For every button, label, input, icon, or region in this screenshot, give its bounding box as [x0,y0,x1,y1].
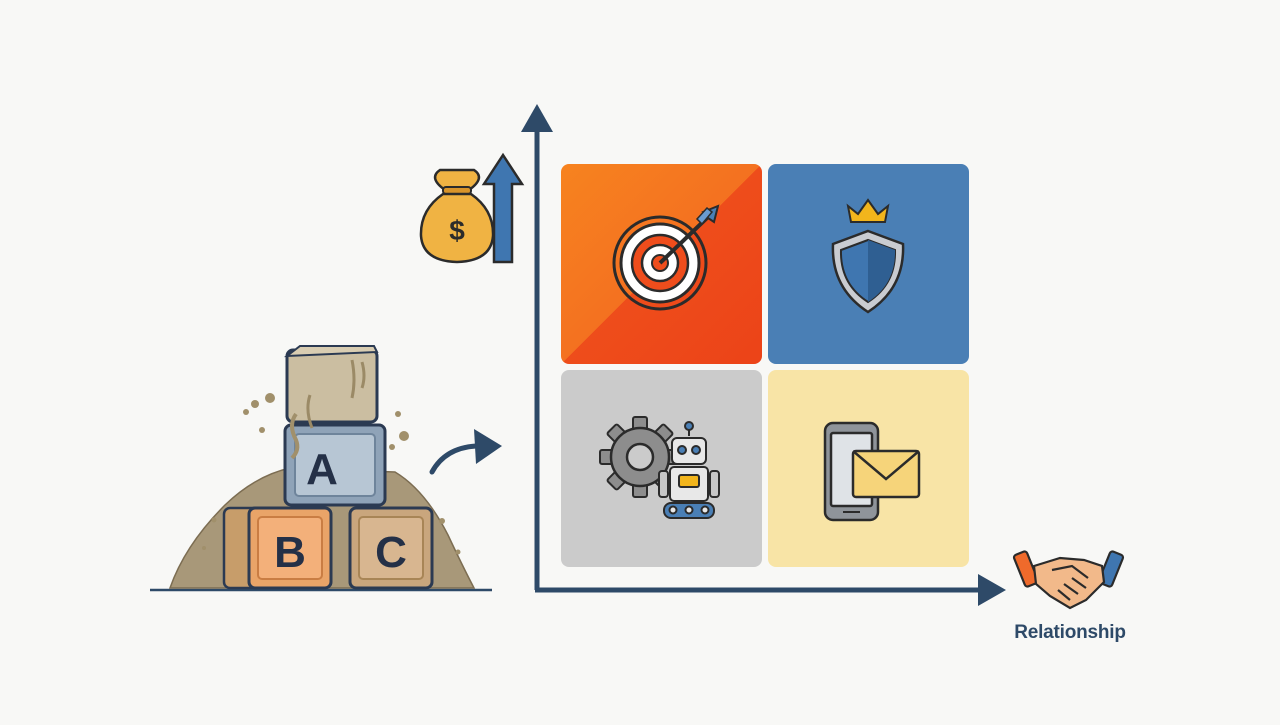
shield-crown-icon [831,198,905,314]
block-c-letter: C [375,528,407,577]
abc-blocks: B C A [150,345,492,592]
x-axis-label: Relationship [1014,622,1126,643]
dollar-sign: $ [449,215,465,246]
robot-icon [658,421,720,519]
axes [521,104,1006,606]
target-icon [612,204,720,311]
x-axis-arrow [978,574,1006,606]
y-axis-arrow [521,104,553,132]
phone-envelope-icon [823,421,921,522]
handshake-icon [1012,550,1125,610]
up-arrow-icon [481,152,525,264]
gear-robot-icon [599,416,720,519]
block-a-letter: A [306,445,338,494]
block-b-letter: B [274,528,306,577]
money-bag-icon: $ [419,168,495,264]
curved-arrow-icon [429,429,502,475]
quadrant-grid [561,164,969,567]
